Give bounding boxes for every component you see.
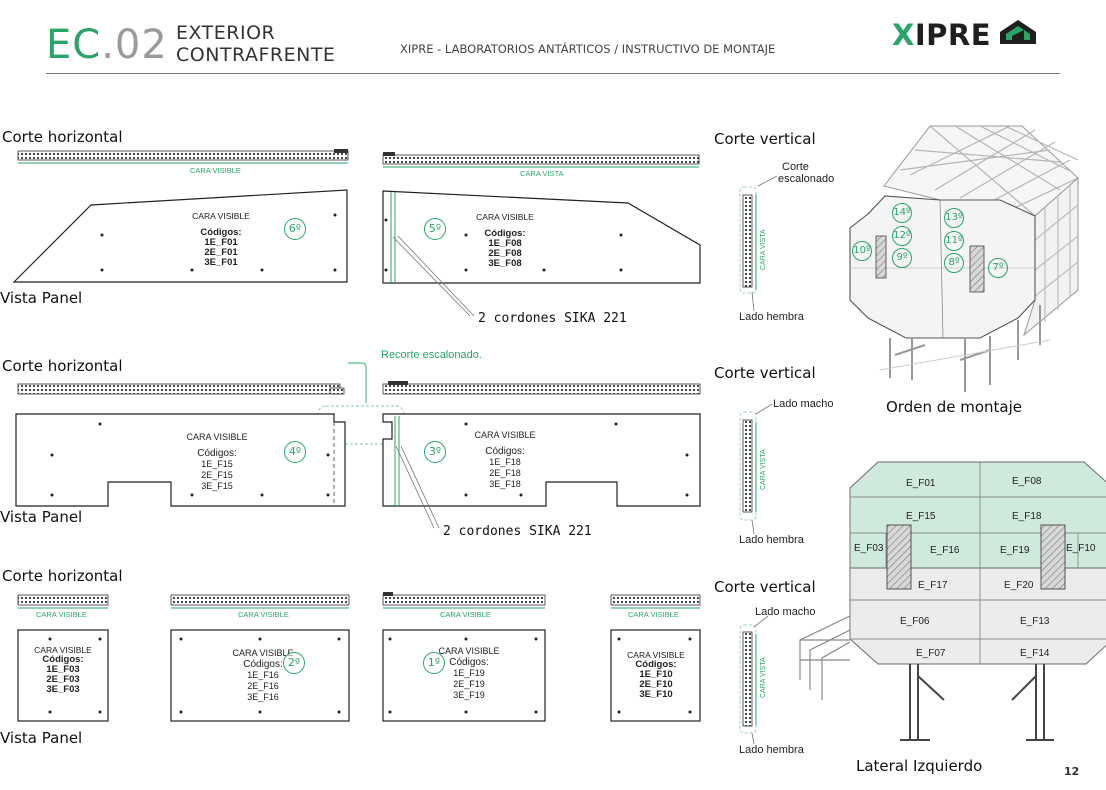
montaje-badge-12: 12º xyxy=(892,226,912,246)
cara-visible-strip-f03: CARA VISIBLE xyxy=(36,610,87,619)
xipre-logo: XIPRE xyxy=(892,18,992,52)
panel-f10 xyxy=(610,629,701,722)
vertical-section-3 xyxy=(739,615,769,745)
recorte-leader xyxy=(348,362,367,403)
lateral-label-e-f16: E_F16 xyxy=(930,545,960,556)
label-orden-montaje: Orden de montaje xyxy=(886,398,1023,416)
label-corte-vertical-1: Corte vertical xyxy=(714,130,816,148)
label-vista-panel-3: Vista Panel xyxy=(0,729,83,747)
label-lado-hembra-1: Lado hembra xyxy=(739,311,804,323)
panel-f01-text: CARA VISIBLE Códigos: 1E_F01 2E_F01 3E_F… xyxy=(192,211,250,268)
lateral-label-e-f17: E_F17 xyxy=(918,580,948,591)
panel-f19-text: CARA VISIBLE Códigos: 1E_F19 2E_F19 3E_F… xyxy=(438,646,500,700)
label-lateral-izquierdo: Lateral Izquierdo xyxy=(856,757,983,775)
order-badge-3: 3º xyxy=(424,441,446,463)
panel-f19 xyxy=(382,629,546,722)
lateral-label-e-f13: E_F13 xyxy=(1020,616,1050,627)
montaje-badge-8: 8º xyxy=(944,253,964,273)
label-corte-vertical-3: Corte vertical xyxy=(714,578,816,596)
label-lado-macho-1: Lado macho xyxy=(773,398,834,410)
panel-f01 xyxy=(12,189,348,283)
section-strip-f03 xyxy=(17,594,109,609)
panel-f03 xyxy=(17,629,109,722)
label-sika-1: 2 cordones SIKA 221 xyxy=(478,311,627,326)
lateral-label-e-f06: E_F06 xyxy=(900,616,930,627)
section-strip-f01 xyxy=(17,149,349,164)
montaje-badge-14: 14º xyxy=(892,203,912,223)
lateral-label-e-f07: E_F07 xyxy=(916,648,946,659)
panel-f18-text: CARA VISIBLE Códigos: 1E_F18 2E_F18 3E_F… xyxy=(474,430,536,489)
label-lado-macho-2: Lado macho xyxy=(755,606,816,618)
label-lado-hembra-2: Lado hembra xyxy=(739,534,804,546)
cara-vista-vertical-3: CARA VISTA xyxy=(760,657,767,698)
section-strip-f16 xyxy=(170,594,350,609)
label-sika-2: 2 cordones SIKA 221 xyxy=(443,524,592,539)
lateral-label-e-f15: E_F15 xyxy=(906,511,936,522)
vertical-section-2 xyxy=(739,403,773,535)
panel-f03-text: CARA VISIBLE Códigos: 1E_F03 2E_F03 3E_F… xyxy=(34,645,92,695)
label-lado-hembra-3: Lado hembra xyxy=(739,744,804,756)
lateral-label-e-f19: E_F19 xyxy=(1000,545,1030,556)
lateral-label-e-f10: E_F10 xyxy=(1066,543,1096,554)
cara-visible-strip-1: CARA VISIBLE xyxy=(190,166,241,175)
cara-vista-vertical-1: CARA VISTA xyxy=(760,229,767,270)
panel-f16-text: CARA VISIBLE Códigos: 1E_F16 2E_F16 3E_F… xyxy=(232,648,294,702)
house-logo-icon xyxy=(1000,20,1036,44)
montaje-badge-9: 9º xyxy=(892,248,912,268)
sika-leader-1b xyxy=(397,235,475,317)
module-3d-view xyxy=(849,125,1079,392)
montaje-badge-13: 13º xyxy=(944,208,964,228)
section-strip-f10 xyxy=(610,594,701,609)
section-strip-f15 xyxy=(17,383,345,395)
label-corte-horizontal-3: Corte horizontal xyxy=(2,567,123,585)
order-badge-5: 5º xyxy=(424,218,446,240)
label-vista-panel-2: Vista Panel xyxy=(0,508,83,526)
lateral-label-e-f18: E_F18 xyxy=(1012,511,1042,522)
header-divider xyxy=(46,73,1060,74)
cara-visible-strip-f10: CARA VISIBLE xyxy=(628,610,679,619)
document-subtitle: XIPRE - LABORATORIOS ANTÁRTICOS / INSTRU… xyxy=(400,42,776,56)
order-badge-4: 4º xyxy=(284,441,306,463)
label-corte-horizontal-1: Corte horizontal xyxy=(2,128,123,146)
panel-f15 xyxy=(15,413,346,507)
sika-leader-1a xyxy=(392,236,471,317)
panel-f15-text: CARA VISIBLE Códigos: 1E_F15 2E_F15 3E_F… xyxy=(186,432,248,491)
label-vista-panel-1: Vista Panel xyxy=(0,289,83,307)
panel-f18 xyxy=(382,413,701,507)
page-number: 12 xyxy=(1064,765,1080,778)
label-recorte-escalonado: Recorte escalonado. xyxy=(381,349,482,361)
lateral-label-e-f14: E_F14 xyxy=(1020,648,1050,659)
panel-f10-text: CARA VISIBLE Códigos: 1E_F10 2E_F10 3E_F… xyxy=(627,650,685,700)
sika-leader-2b xyxy=(400,445,440,529)
montaje-badge-11: 11º xyxy=(944,231,964,251)
lateral-label-e-f03: E_F03 xyxy=(854,543,884,554)
section-strip-f19 xyxy=(382,592,546,609)
label-corte-horizontal-2: Corte horizontal xyxy=(2,357,123,375)
panel-f08-text: CARA VISIBLE Códigos: 1E_F08 2E_F08 3E_F… xyxy=(476,212,534,269)
cara-vista-strip-1: CARA VISTA xyxy=(520,169,564,178)
panel-f16 xyxy=(170,629,350,722)
sika-leader-2a xyxy=(395,445,435,529)
order-badge-6: 6º xyxy=(284,218,306,240)
lateral-label-e-f20: E_F20 xyxy=(1004,580,1034,591)
label-corte-vertical-2: Corte vertical xyxy=(714,364,816,382)
order-badge-2: 2º xyxy=(283,652,305,674)
section-strip-f18 xyxy=(382,381,701,395)
montaje-badge-7: 7º xyxy=(988,258,1008,278)
lateral-label-e-f01: E_F01 xyxy=(906,478,936,489)
cara-vista-vertical-2: CARA VISTA xyxy=(760,449,767,490)
lateral-label-e-f08: E_F08 xyxy=(1012,476,1042,487)
panel-f08 xyxy=(382,190,701,284)
cara-visible-strip-f19: CARA VISIBLE xyxy=(440,610,491,619)
section-strip-f08 xyxy=(382,152,700,168)
cara-visible-strip-f16: CARA VISIBLE xyxy=(238,610,289,619)
order-badge-1: 1º xyxy=(423,652,445,674)
lateral-izquierdo-elevation xyxy=(799,461,1106,741)
montaje-badge-10: 10º xyxy=(852,241,872,261)
vertical-section-1 xyxy=(739,175,778,312)
section-code: EC.02 xyxy=(46,22,168,68)
